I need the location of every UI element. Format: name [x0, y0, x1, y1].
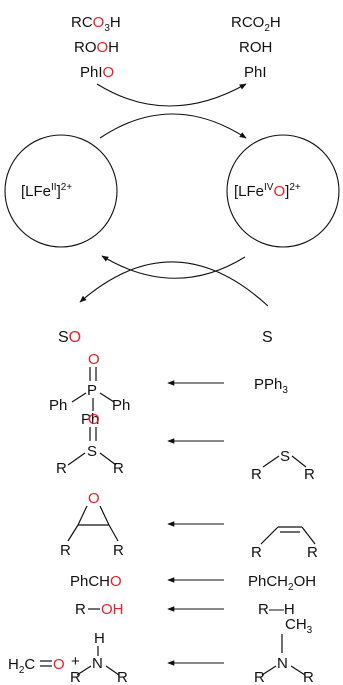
catalyst-oxidized-circle [226, 134, 340, 248]
oxidant-peracid: RCO3H [71, 14, 121, 34]
sulfoxide-s: S [87, 443, 97, 460]
alkene-r-left: R [251, 544, 262, 561]
product-header: SO [58, 329, 81, 346]
tertiary-amine-n: N [277, 655, 288, 672]
phosphine-oxide-ph-bottom: Ph [81, 411, 99, 428]
benzaldehyde: PhCHO [70, 573, 122, 590]
oxidant-iodosylbenzene: PhIO [80, 64, 114, 81]
alkene-structure: R R [251, 526, 318, 561]
substrate-transfer-arrow [79, 261, 269, 307]
sulfoxide-r-right: R [113, 460, 124, 477]
alcohol-r: R [75, 601, 86, 618]
oxidation-arrow [99, 113, 247, 139]
catalyst-reduced-circle [4, 134, 118, 248]
tertiary-amine-r-right: R [303, 669, 314, 685]
sulfide-s: S [280, 448, 290, 465]
catalyst-reduced-label: [LFeII]2+ [21, 182, 72, 200]
benzyl-alcohol: PhCH2OH [248, 573, 316, 593]
secondary-amine: H N R R [70, 630, 128, 685]
tertiary-amine-ch3: CH3 [285, 616, 313, 636]
plus-sign: + [71, 653, 80, 670]
oxidant-transfer-arrow [96, 83, 247, 107]
phosphine-oxide-ph-left: Ph [49, 397, 67, 414]
epoxide-r-right: R [113, 542, 124, 559]
alcohol-product: R OH [75, 601, 124, 618]
phosphine-oxide-structure: O P Ph Ph Ph [49, 351, 130, 428]
tertiary-amine: CH3 N R R [254, 616, 314, 685]
catalyst-oxidized: [LFeIVO]2+ [226, 134, 340, 248]
secondary-amine-h: H [94, 630, 105, 647]
alkane: R—H [258, 601, 295, 618]
alkene-r-right: R [307, 544, 318, 561]
sulfoxide-r-left: R [56, 460, 67, 477]
sulfide-structure: R S R [251, 448, 315, 483]
sulfoxide-structure: O S R R [56, 411, 124, 477]
byproduct-acid: RCO2H [231, 14, 281, 34]
secondary-amine-n: N [92, 655, 103, 672]
formaldehyde-o: O [53, 656, 65, 673]
reduction-arrow [101, 255, 246, 279]
phosphine-oxide-ph-right: Ph [112, 397, 130, 414]
secondary-amine-r-right: R [117, 669, 128, 685]
oxidant-list: RCO3H ROOH PhIO [71, 14, 121, 81]
phosphine-oxide-p: P [87, 382, 97, 399]
byproduct-list: RCO2H ROH PhI [231, 14, 281, 81]
catalyst-reduced: [LFeII]2+ [4, 134, 118, 248]
formaldehyde: H2C O [8, 656, 65, 676]
oxidant-peroxide: ROOH [74, 39, 119, 56]
byproduct-alcohol: ROH [239, 39, 272, 56]
sulfide-r-left: R [251, 466, 262, 483]
reaction-arrows [167, 380, 224, 666]
secondary-amine-r-left: R [70, 669, 81, 685]
epoxide-r-left: R [60, 542, 71, 559]
sulfide-r-right: R [304, 466, 315, 483]
sulfoxide-o: O [88, 411, 100, 428]
byproduct-iodobenzene: PhI [244, 64, 267, 81]
substrate-header: S [262, 329, 273, 346]
epoxide-o: O [88, 490, 100, 507]
tertiary-amine-r-left: R [254, 669, 265, 685]
catalyst-oxidized-label: [LFeIVO]2+ [234, 182, 301, 200]
triphenylphosphine: PPh3 [254, 376, 288, 396]
epoxide-structure: O R R [60, 490, 124, 559]
phosphine-oxide-o: O [88, 351, 100, 368]
alcohol-oh: OH [101, 601, 124, 618]
formaldehyde-h2c: H2C [8, 656, 35, 676]
